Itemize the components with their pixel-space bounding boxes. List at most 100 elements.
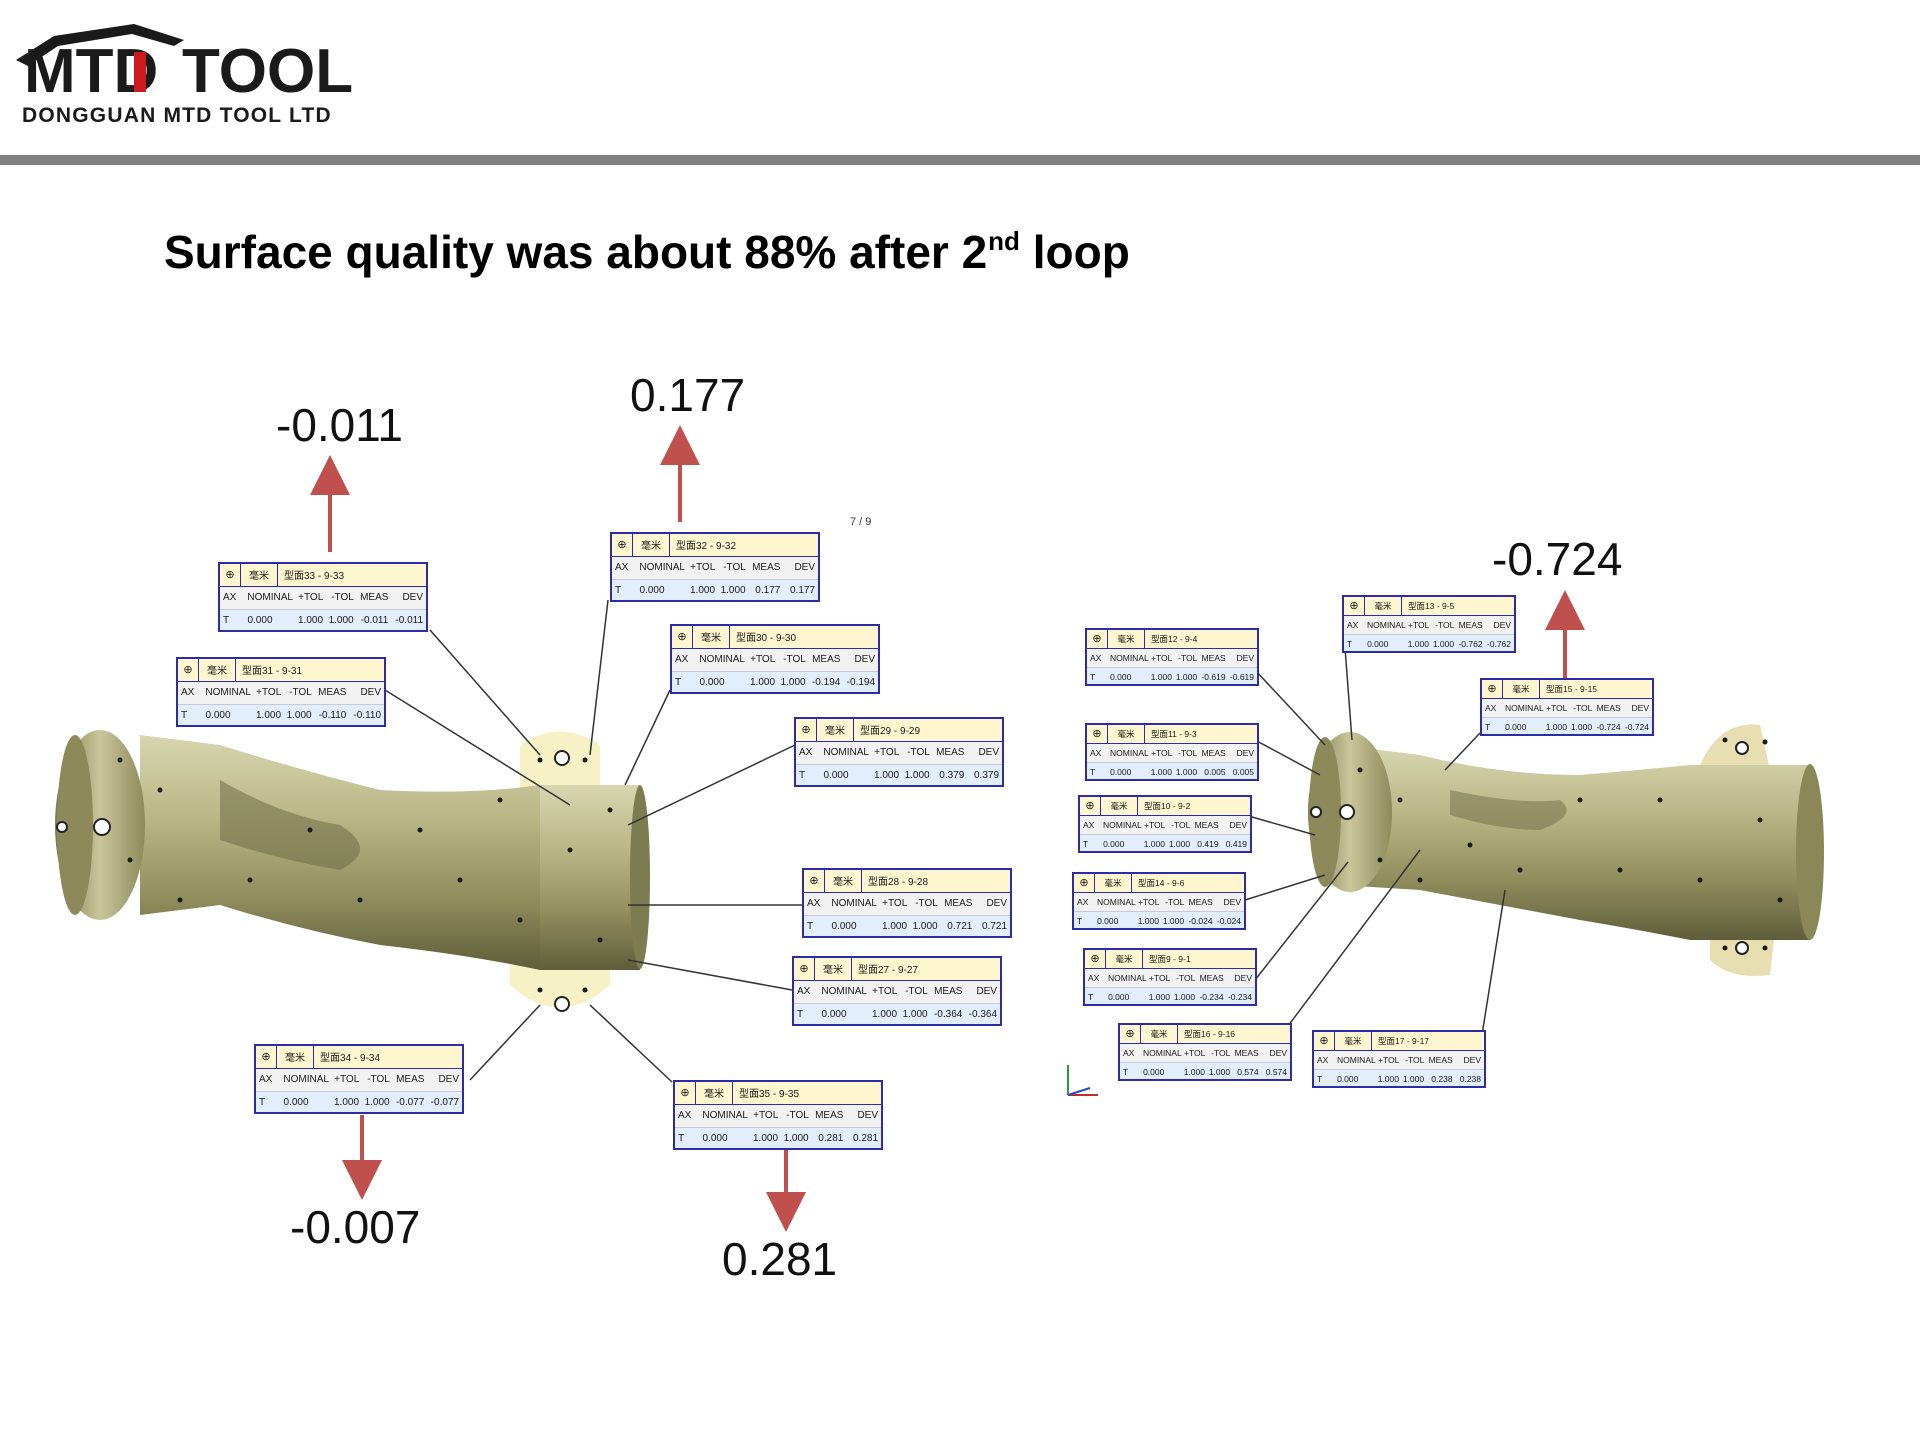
val-ax: T (615, 585, 622, 597)
val-meas: -0.762 (1458, 638, 1483, 649)
val-minus-tol: 1.000 (328, 615, 354, 627)
col-minus-tol: -TOL (786, 1110, 809, 1122)
col-ax: AX (1090, 747, 1102, 758)
box-header: ⊕毫米型面32 - 9-32 (612, 534, 818, 557)
val-dev: -0.619 (1229, 671, 1255, 682)
col-ax: AX (1083, 819, 1095, 830)
col-meas: MEAS (1458, 619, 1483, 630)
val-meas: -0.077 (395, 1097, 425, 1109)
val-ax: T (1090, 766, 1096, 777)
box-header: ⊕毫米型面9 - 9-1 (1085, 950, 1255, 969)
crosshair-icon: ⊕ (794, 958, 815, 980)
col-nominal: NOMINAL (823, 747, 869, 759)
feature-name: 型面15 - 9-15 (1546, 683, 1598, 694)
box-header: ⊕毫米型面16 - 9-16 (1120, 1025, 1290, 1044)
unit-label: 毫米 (1335, 1032, 1372, 1050)
val-minus-tol: 1.000 (780, 677, 806, 689)
right-body (1340, 745, 1810, 940)
val-nominal: 0.000 (823, 770, 849, 782)
val-meas: 0.379 (939, 770, 965, 782)
col-nominal: NOMINAL (699, 654, 745, 666)
val-minus-tol: 1.000 (1208, 1066, 1231, 1077)
val-nominal: 0.000 (821, 1009, 847, 1021)
crosshair-icon: ⊕ (1080, 797, 1101, 815)
col-dev: DEV (1234, 972, 1252, 983)
company-name: DONGGUAN MTD TOOL LTD (22, 104, 332, 127)
val-meas: 0.721 (947, 921, 973, 933)
col-ax: AX (181, 687, 195, 699)
logo-mark: MTD TOOL (16, 24, 353, 102)
crosshair-icon: ⊕ (178, 659, 199, 681)
left-body (140, 735, 640, 970)
col-dev: DEV (986, 898, 1008, 910)
col-plus-tol: +TOL (874, 747, 900, 759)
crosshair-icon: ⊕ (796, 719, 817, 741)
arrows (310, 425, 1585, 1232)
val-meas: -0.724 (1596, 721, 1621, 732)
logo-text-tool: TOOL (182, 37, 353, 102)
col-meas: MEAS (360, 592, 389, 604)
unit-label: 毫米 (1106, 950, 1143, 968)
col-minus-tol: -TOL (907, 747, 930, 759)
col-dev: DEV (1269, 1047, 1287, 1058)
unit-label: 毫米 (1503, 680, 1540, 698)
col-dev: DEV (1229, 819, 1247, 830)
crosshair-icon: ⊕ (1085, 950, 1106, 968)
val-dev: -0.194 (846, 677, 876, 689)
col-minus-tol: -TOL (1573, 702, 1593, 713)
val-minus-tol: 1.000 (902, 1009, 928, 1021)
feature-name: 型面29 - 9-29 (860, 726, 921, 738)
val-meas: -0.194 (811, 677, 841, 689)
col-meas: MEAS (936, 747, 965, 759)
val-meas: 0.574 (1237, 1066, 1259, 1077)
crosshair-icon: ⊕ (1087, 630, 1108, 648)
unit-label: 毫米 (199, 659, 236, 681)
val-nominal: 0.000 (831, 921, 857, 933)
box-header: ⊕毫米型面34 - 9-34 (256, 1046, 462, 1069)
header-divider (0, 155, 1920, 165)
col-minus-tol: -TOL (1178, 652, 1198, 663)
col-ax: AX (1123, 1047, 1135, 1058)
col-dev: DEV (794, 562, 816, 574)
feature-name: 型面31 - 9-31 (242, 666, 303, 678)
logo-red-accent (134, 52, 146, 92)
box-header: ⊕毫米型面11 - 9-3 (1087, 725, 1257, 744)
col-nominal: NOMINAL (1107, 972, 1147, 983)
box-header: ⊕毫米型面17 - 9-17 (1314, 1032, 1484, 1051)
col-meas: MEAS (1201, 652, 1226, 663)
val-nominal: 0.000 (1103, 838, 1125, 849)
val-dev: 0.005 (1232, 766, 1255, 777)
val-dev: -0.724 (1624, 721, 1650, 732)
col-nominal: NOMINAL (1096, 896, 1136, 907)
val-minus-tol: 1.000 (1173, 991, 1196, 1002)
col-nominal: NOMINAL (821, 986, 867, 998)
col-plus-tol: +TOL (882, 898, 908, 910)
val-nominal: 0.000 (1110, 671, 1132, 682)
unit-label: 毫米 (1108, 725, 1145, 743)
unit-label: 毫米 (633, 534, 670, 556)
callout-box34: -0.007 (290, 1201, 421, 1253)
val-minus-tol: 1.000 (1162, 915, 1185, 926)
val-nominal: 0.000 (639, 585, 665, 597)
val-meas: -0.110 (318, 710, 347, 722)
feature-name: 型面34 - 9-34 (320, 1053, 381, 1065)
crosshair-icon: ⊕ (1482, 680, 1503, 698)
unit-label: 毫米 (825, 870, 862, 892)
val-plus-tol: 1.000 (1148, 991, 1170, 1002)
val-minus-tol: 1.000 (1168, 838, 1191, 849)
val-ax: T (223, 615, 230, 627)
val-ax: T (1123, 1066, 1129, 1077)
feature-name: 型面9 - 9-1 (1149, 953, 1191, 964)
feature-name: 型面33 - 9-33 (284, 571, 345, 583)
right-leader-lines (1244, 647, 1506, 1036)
